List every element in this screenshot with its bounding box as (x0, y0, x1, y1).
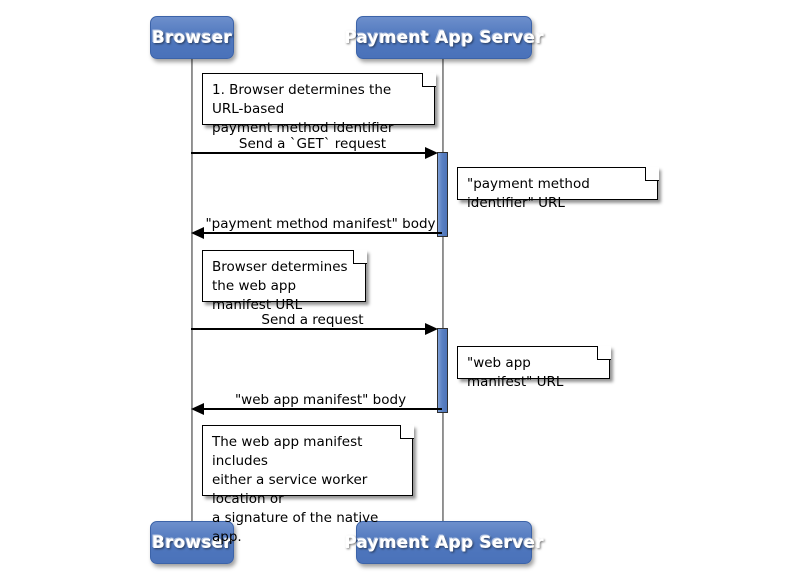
activation-bar-server-1 (437, 152, 448, 237)
message-line-1 (191, 152, 434, 154)
lifeline-browser (191, 58, 193, 521)
participant-browser-top-label: Browser (151, 27, 233, 48)
note-web-app-manifest-includes: The web app manifest includes either a s… (202, 424, 414, 545)
message-label-4: "web app manifest" body (234, 392, 407, 408)
message-line-2 (199, 232, 442, 234)
note-text: The web app manifest includes either a s… (212, 434, 379, 545)
note-payment-method-identifier-url: "payment method identifier" URL (457, 166, 659, 211)
participant-browser-bottom[interactable]: Browser (150, 521, 234, 564)
arrowhead-right-3 (425, 323, 438, 335)
note-web-app-manifest-url: "web app manifest" URL (457, 345, 611, 390)
activation-bar-server-2 (437, 328, 448, 413)
note-text: "web app manifest" URL (467, 355, 564, 390)
note-text: 1. Browser determines the URL-based paym… (212, 82, 394, 136)
note-fold-icon (596, 345, 611, 360)
participant-payment-app-server-bottom[interactable]: Payment App Server (344, 521, 544, 564)
note-fold-icon (421, 72, 436, 87)
note-fold-icon (352, 249, 367, 264)
note-fold-icon (644, 166, 659, 181)
participant-browser-bottom-label: Browser (151, 532, 233, 553)
note-browser-determines-manifest-url: Browser determines the web app manifest … (202, 249, 367, 313)
lifeline-payment-app-server (442, 58, 444, 521)
participant-payment-app-server-top[interactable]: Payment App Server (344, 16, 544, 59)
message-line-3 (191, 328, 434, 330)
participant-payment-app-server-bottom-label: Payment App Server (344, 532, 544, 553)
message-label-1: Send a `GET` request (238, 136, 387, 152)
message-label-2: "payment method manifest" body (205, 216, 436, 232)
participant-browser-top[interactable]: Browser (150, 16, 234, 59)
message-line-4 (199, 408, 442, 410)
note-text: "payment method identifier" URL (467, 176, 590, 211)
message-label-3: Send a request (261, 312, 364, 328)
note-fold-icon (399, 424, 414, 439)
participant-payment-app-server-top-label: Payment App Server (344, 27, 544, 48)
note-text: Browser determines the web app manifest … (212, 259, 348, 313)
arrowhead-left-2 (191, 227, 204, 239)
arrowhead-left-4 (191, 403, 204, 415)
note-browser-determines-identifier: 1. Browser determines the URL-based paym… (202, 72, 436, 136)
arrowhead-right-1 (425, 147, 438, 159)
